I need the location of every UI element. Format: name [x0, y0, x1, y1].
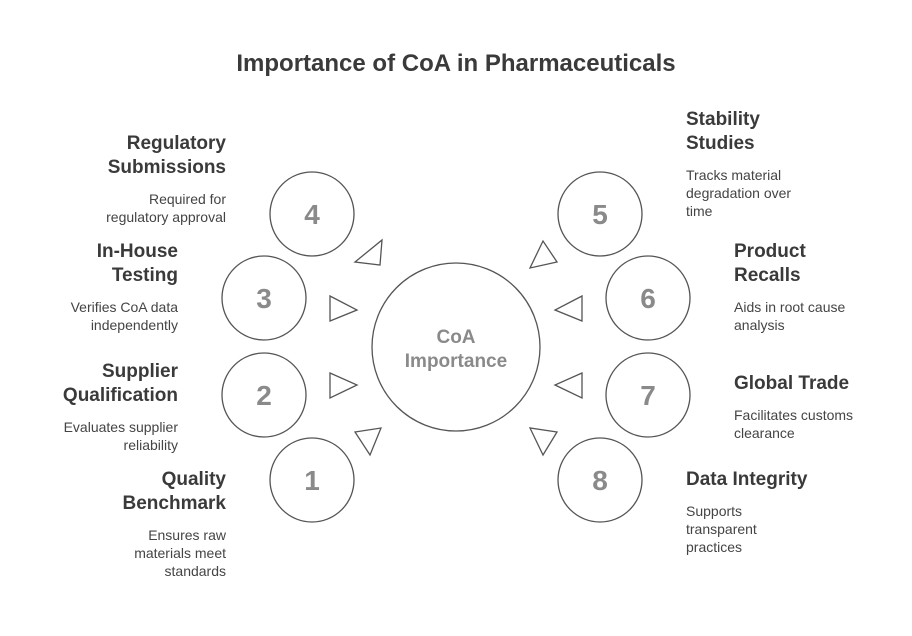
- arrow-2: [329, 371, 359, 400]
- circle-3: [221, 255, 307, 341]
- number-1: 1: [304, 465, 320, 496]
- item-in-house-testing: In-House Testing Verifies CoA data indep…: [0, 240, 178, 334]
- diagram-title: Importance of CoA in Pharmaceuticals: [236, 50, 676, 77]
- item-description: Evaluates supplier reliability: [63, 419, 178, 453]
- item-data-integrity: Data Integrity Supports transparent prac…: [686, 468, 876, 556]
- item-quality-benchmark: Quality Benchmark Ensures raw materials …: [36, 468, 227, 580]
- item-heading: In-House Testing: [96, 241, 178, 286]
- number-4: 4: [304, 199, 320, 230]
- item-regulatory-submissions: Regulatory Submissions Required for regu…: [36, 132, 226, 226]
- circle-5: [557, 171, 643, 257]
- arrow-7: [553, 371, 583, 400]
- item-heading: Product Recalls: [734, 241, 806, 286]
- arrow-5: [528, 239, 559, 269]
- item-description: Aids in root cause analysis: [734, 299, 846, 333]
- center-circle: [371, 262, 541, 432]
- number-2: 2: [256, 380, 272, 411]
- circle-2: [221, 352, 307, 438]
- item-description: Ensures raw materials meet standards: [134, 527, 226, 579]
- item-heading: Regulatory Submissions: [107, 133, 226, 178]
- center-label-line2: Importance: [405, 351, 507, 372]
- number-6: 6: [640, 283, 656, 314]
- item-heading: Data Integrity: [686, 469, 808, 490]
- item-heading: Quality Benchmark: [122, 469, 227, 514]
- item-description: Supports transparent practices: [686, 503, 757, 555]
- circle-1: [269, 437, 355, 523]
- arrow-6: [553, 294, 583, 322]
- number-5: 5: [592, 199, 608, 230]
- item-heading: Stability Studies: [686, 109, 760, 154]
- item-heading: Supplier Qualification: [62, 361, 178, 406]
- circle-7: [605, 352, 691, 438]
- circle-4: [269, 171, 355, 257]
- item-description: Facilitates customs clearance: [734, 407, 854, 441]
- arrow-4: [353, 238, 383, 266]
- item-description: Tracks material degradation over time: [686, 167, 792, 219]
- circle-6: [605, 255, 691, 341]
- arrow-8: [528, 427, 559, 457]
- item-description: Required for regulatory approval: [106, 191, 226, 225]
- item-product-recalls: Product Recalls Aids in root cause analy…: [734, 240, 912, 334]
- item-supplier-qualification: Supplier Qualification Evaluates supplie…: [0, 360, 178, 454]
- item-stability-studies: Stability Studies Tracks material degrad…: [686, 108, 876, 220]
- circle-8: [557, 437, 643, 523]
- number-3: 3: [256, 283, 272, 314]
- item-description: Verifies CoA data independently: [70, 299, 178, 333]
- number-8: 8: [592, 465, 608, 496]
- item-global-trade: Global Trade Facilitates customs clearan…: [734, 372, 904, 442]
- arrow-1: [353, 427, 383, 457]
- number-7: 7: [640, 380, 656, 411]
- arrow-3: [329, 294, 359, 322]
- center-label-line1: CoA: [436, 327, 475, 348]
- item-heading: Global Trade: [734, 373, 850, 394]
